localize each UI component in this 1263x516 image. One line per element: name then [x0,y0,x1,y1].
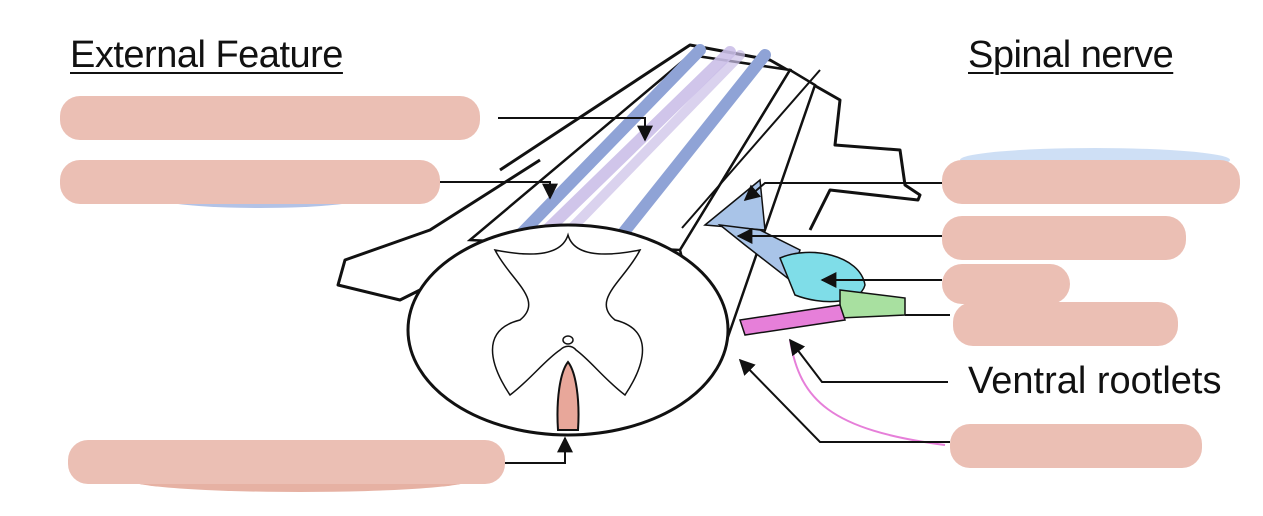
pink-pointer-line [789,339,946,446]
leader-line-9 [738,358,950,443]
meninges-flap-left [336,158,541,302]
label-box-right-2[interactable] [942,216,1186,260]
cord-edge-line [681,69,821,229]
label-box-left-3[interactable] [68,440,505,484]
leader-line-3 [505,436,573,464]
ventral-rootlets-label: Ventral rootlets [968,360,1222,402]
anterior-median-fissure [556,360,580,431]
posterior-column-stripe-3 [565,50,745,235]
label-box-right-3[interactable] [942,264,1070,304]
posterior-column-stripe-2 [539,46,736,238]
external-feature-heading: External Feature [70,34,343,76]
label-box-right-1[interactable] [942,160,1240,204]
spinal-nerve-heading: Spinal nerve [968,34,1174,76]
label-box-right-5[interactable] [950,424,1202,468]
leader-line-4 [743,182,942,202]
label-box-right-4[interactable] [953,302,1178,346]
leader-line-2 [440,181,558,200]
posterior-column-stripe-4 [614,49,771,243]
gray-matter [491,232,644,397]
leader-line-1 [498,117,653,142]
posterior-column-stripe-1 [514,44,706,241]
label-box-left-1[interactable] [60,96,480,140]
label-box-left-2[interactable] [60,160,440,204]
central-canal [562,335,574,345]
ventral-root [739,304,846,336]
spinal-nerve [839,289,906,319]
leader-line-8 [789,338,948,383]
